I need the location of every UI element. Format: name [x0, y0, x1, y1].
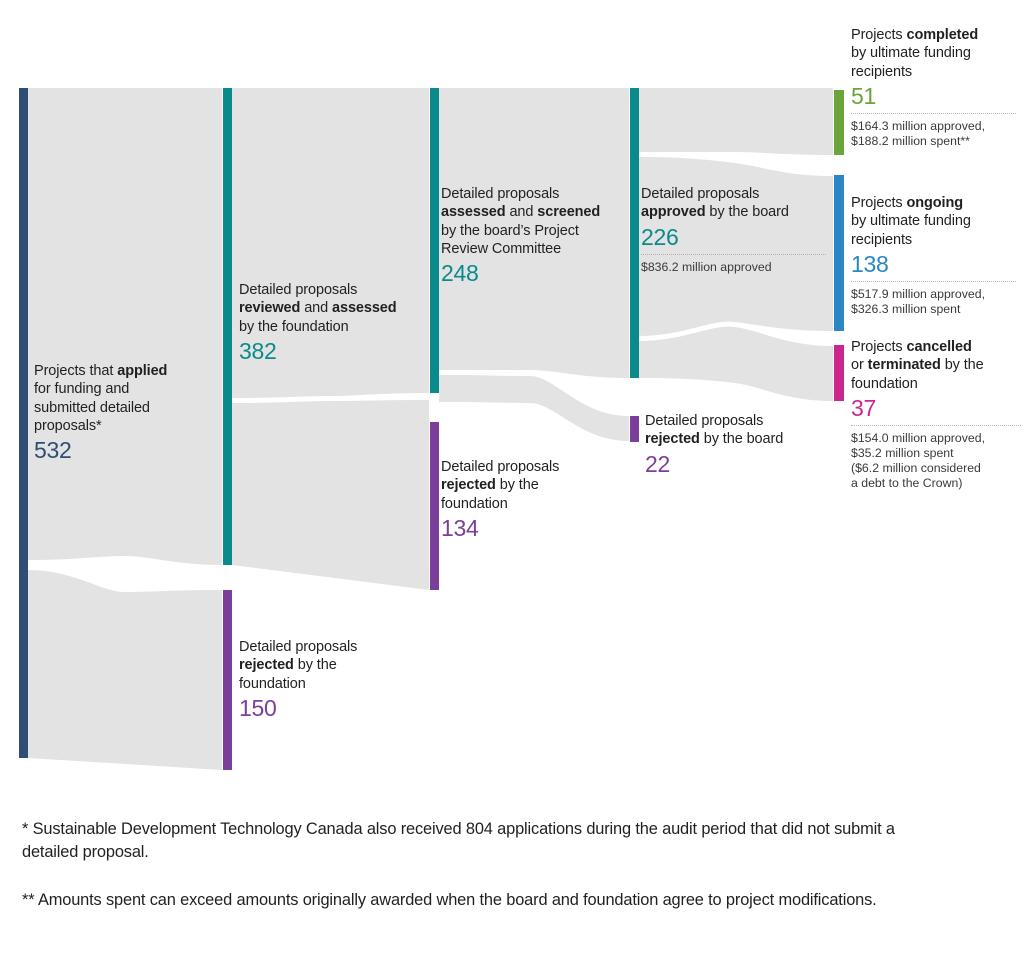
node-value-applied: 532 [34, 437, 72, 464]
node-value-rejected-board: 22 [645, 450, 670, 477]
sankey-links-col2-col3 [439, 88, 629, 441]
footnote-double-asterisk: ** Amounts spent can exceed amounts orig… [22, 890, 877, 909]
node-value-rejected-foundation-2: 134 [441, 514, 479, 541]
sankey-nodes [19, 88, 844, 770]
node-value-completed: 51 [851, 82, 876, 109]
footnotes: * Sustainable Development Technology Can… [22, 818, 902, 936]
node-value-reviewed: 382 [239, 337, 277, 364]
node-bar-cancelled[interactable] [834, 345, 844, 401]
node-bar-reviewed[interactable] [223, 88, 232, 565]
node-sub-completed: $164.3 million approved,$188.2 million s… [851, 113, 1016, 149]
node-bar-rejected-foundation-1[interactable] [223, 590, 232, 770]
node-bar-ongoing[interactable] [834, 175, 844, 331]
node-bar-rejected-foundation-2[interactable] [430, 422, 439, 590]
node-bar-assessed[interactable] [430, 88, 439, 393]
node-value-rejected-foundation-1: 150 [239, 694, 277, 721]
node-value-ongoing: 138 [851, 250, 889, 277]
link-reviewed-to-assessed [232, 88, 429, 398]
link-assessed-to-rejected-board [439, 375, 629, 441]
link-reviewed-to-rejected-foundation-2 [232, 400, 429, 590]
link-approved-board-to-completed [639, 88, 833, 155]
link-assessed-to-approved-board [439, 88, 629, 378]
link-applied-to-reviewed [28, 88, 222, 565]
link-approved-board-to-cancelled [639, 326, 833, 401]
sankey-diagram [19, 88, 844, 770]
node-sub-cancelled: $154.0 million approved,$35.2 million sp… [851, 425, 1021, 491]
node-bar-approved-board[interactable] [630, 88, 639, 378]
node-value-assessed: 248 [441, 260, 479, 287]
node-bar-applied[interactable] [19, 88, 28, 758]
node-sub-ongoing: $517.9 million approved,$326.3 million s… [851, 281, 1016, 317]
node-bar-completed[interactable] [834, 90, 844, 155]
link-approved-board-to-ongoing [639, 157, 833, 336]
sankey-links-col3-col4 [639, 88, 833, 401]
link-applied-to-rejected-foundation-1 [28, 570, 222, 770]
sankey-links [28, 88, 222, 770]
node-bar-rejected-board[interactable] [630, 416, 639, 442]
node-sub-approved-board: $836.2 million approved [641, 253, 826, 275]
node-value-approved-board: 226 [641, 223, 679, 250]
footnote-single-asterisk: * Sustainable Development Technology Can… [22, 820, 895, 862]
node-value-cancelled: 37 [851, 394, 876, 421]
sankey-links-col1-col2 [232, 88, 429, 590]
